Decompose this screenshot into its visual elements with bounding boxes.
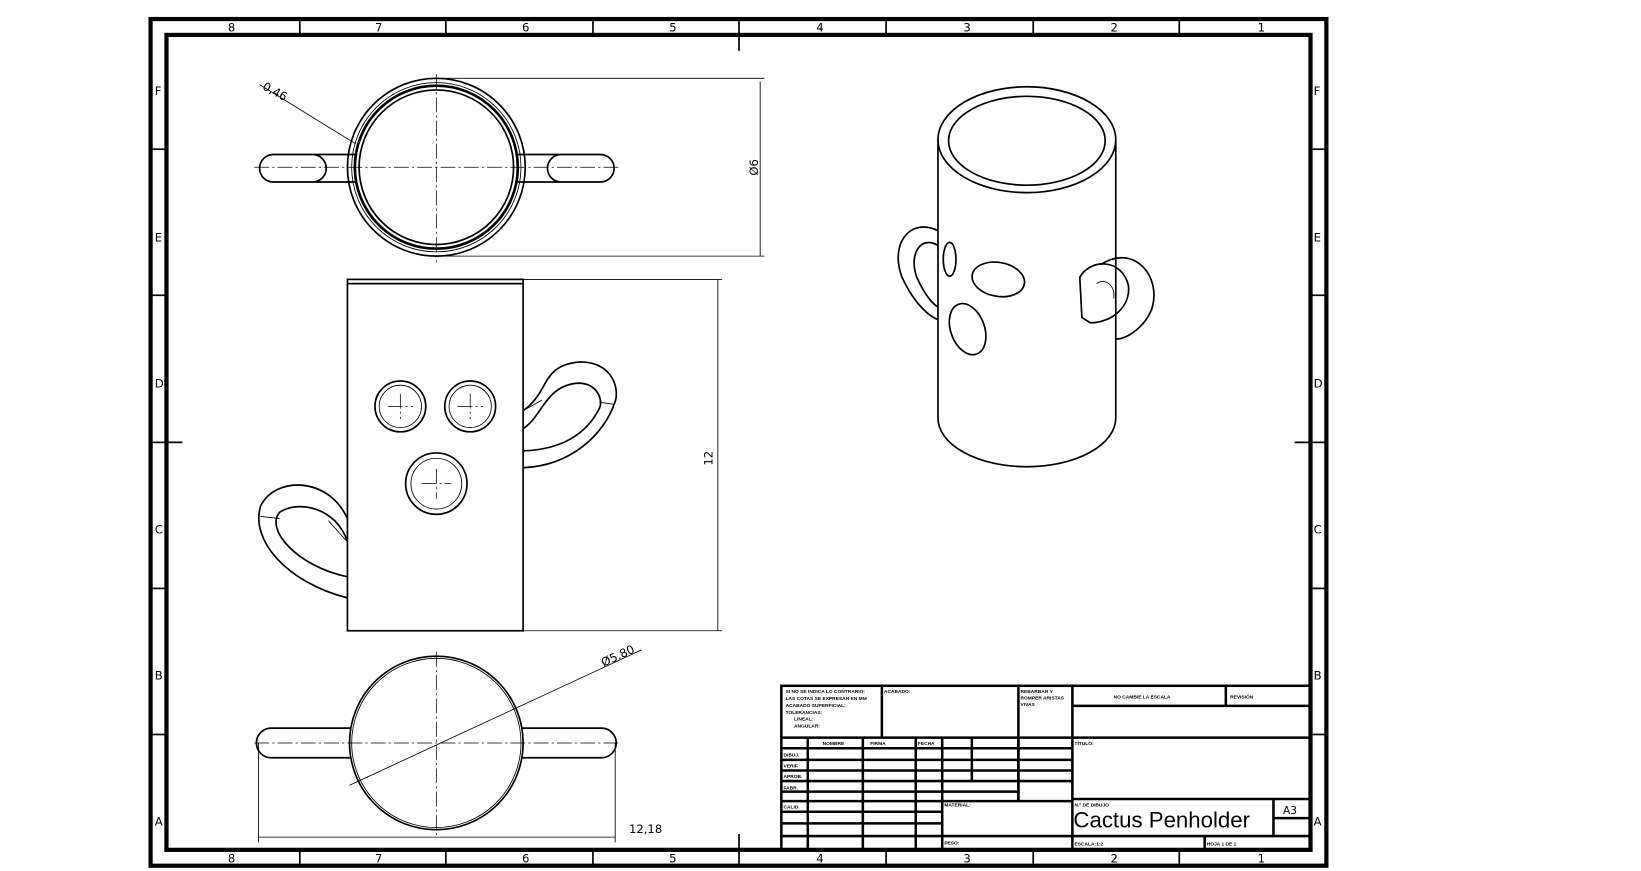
zone-row-label: B (155, 668, 163, 682)
no-scale-note: NO CAMBIE LA ESCALA (1114, 694, 1171, 700)
zone-column-label: 7 (375, 852, 382, 866)
zone-row-label: A (1314, 814, 1322, 828)
tolerance-note-line: SI NO SE INDICA LO CONTRARIO: (786, 689, 866, 695)
material-label: MATERIAL: (944, 802, 971, 808)
header-date: FECHA (918, 741, 935, 747)
drawing-number-label: N.º DE DIBUJO (1074, 802, 1109, 808)
zone-column-label: 7 (375, 21, 382, 35)
role-checked: VERIF. (783, 763, 799, 769)
zone-column-label: 6 (522, 852, 529, 866)
zone-row-label: C (155, 522, 163, 536)
zone-column-label: 8 (228, 21, 235, 35)
zone-column-label: 1 (1258, 852, 1265, 866)
deburr-note-1: REBARBAR Y (1021, 689, 1054, 695)
finish-label: ACABADO: (884, 689, 911, 695)
zone-column-label: 5 (669, 852, 676, 866)
title-block: SI NO SE INDICA LO CONTRARIO:LAS COTAS S… (780, 684, 1312, 852)
drawing-title: Cactus Penholder (1073, 808, 1250, 833)
tolerance-note-line: LINEAL: (794, 717, 814, 723)
zone-column-label: 1 (1258, 21, 1265, 35)
zone-column-label: 6 (522, 21, 529, 35)
zone-row-label: A (155, 814, 163, 828)
deburr-note-2: ROMPER ARISTAS (1021, 696, 1065, 702)
zone-column-label: 5 (669, 21, 676, 35)
zone-column-label: 3 (963, 21, 970, 35)
hole-bottom (404, 452, 468, 516)
sheet-size: A3 (1283, 805, 1297, 817)
zone-row-label: F (1314, 84, 1321, 98)
deburr-note-3: VIVAS (1021, 702, 1036, 708)
top-view: 0,46 Ø6 (254, 74, 765, 263)
outer-diameter-dimension: Ø6 (747, 159, 761, 176)
isometric-view (897, 85, 1155, 468)
bottom-view: Ø5.80 12,18 (254, 642, 662, 843)
zone-column-label: 2 (1110, 21, 1117, 35)
zone-row-label: E (155, 230, 162, 244)
zone-column-label: 4 (816, 852, 823, 866)
sheet-number: HOJA 1 DE 1 (1207, 842, 1237, 848)
height-dimension: 12 (702, 451, 716, 466)
title-label: TÍTULO: (1074, 739, 1094, 747)
role-approved: APROB. (783, 774, 803, 780)
base-diameter-dimension: Ø5.80 (599, 642, 637, 669)
tolerance-note-line: ANGULAR: (794, 724, 820, 730)
zone-row-label: C (1314, 522, 1322, 536)
revision-label: REVISIÓN (1230, 692, 1254, 700)
tolerance-note-line: LAS COTAS SE EXPRESAN EN MM (786, 696, 867, 702)
zone-column-label: 2 (1110, 852, 1117, 866)
zone-row-label: B (1314, 668, 1322, 682)
header-signature: FIRMA (870, 741, 886, 747)
zone-row-label: F (155, 84, 162, 98)
zone-row-label: D (1314, 376, 1323, 390)
hole-left (374, 380, 427, 433)
tolerance-note-line: ACABADO SUPERFICIAL: (786, 703, 847, 709)
hole-right (443, 380, 497, 433)
role-manufactured: FABR. (783, 786, 798, 792)
tolerance-notes: SI NO SE INDICA LO CONTRARIO:LAS COTAS S… (786, 689, 867, 729)
zone-row-label: E (1314, 230, 1321, 244)
zone-row-label: D (155, 376, 164, 390)
front-view: 12 (258, 278, 723, 632)
header-name: NOMBRE (823, 741, 845, 747)
zone-column-label: 4 (816, 21, 823, 35)
tolerance-note-line: TOLERANCIAS: (786, 710, 823, 716)
role-quality: CALID. (783, 805, 800, 811)
weight-label: PESO: (944, 841, 960, 847)
zone-column-label: 8 (228, 852, 235, 866)
scale-label: ESCALA:1:2 (1074, 842, 1103, 848)
zone-column-label: 3 (963, 852, 970, 866)
overall-width-dimension: 12,18 (629, 822, 662, 836)
role-drawn: DIBUJ. (783, 753, 800, 759)
